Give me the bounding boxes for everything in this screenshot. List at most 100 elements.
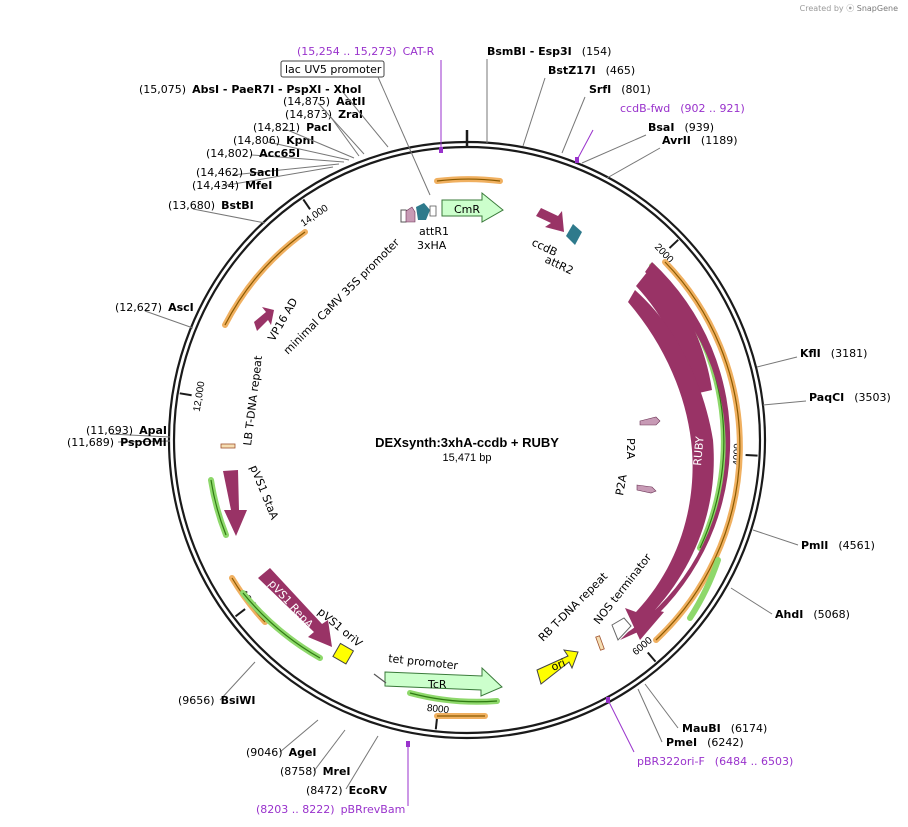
- nos-terminator-arrow[interactable]: [611, 617, 632, 641]
- enzyme-leader: [341, 90, 389, 148]
- enzyme-leader: [730, 587, 773, 615]
- enzyme-label[interactable]: (14,802)Acc65I: [206, 147, 300, 160]
- p2a-arrow-2[interactable]: [636, 484, 657, 494]
- enzyme-label[interactable]: (14,873)ZraI: [285, 108, 363, 121]
- enzyme-leader: [279, 719, 319, 753]
- enzyme-leader: [762, 400, 807, 406]
- enzyme-leader: [267, 141, 350, 161]
- enzyme-label[interactable]: SrfI(801): [589, 83, 651, 96]
- primer-layer: (15,254 .. 15,273)CAT-R ccdB-fwd(902 .. 9…: [256, 45, 793, 816]
- enzyme-label[interactable]: (8472)EcoRV: [306, 784, 388, 797]
- p2a-label-2: P2A: [613, 473, 630, 497]
- enzyme-leader: [581, 134, 647, 164]
- camv-label: minimal CaMV 35S promoter: [281, 236, 402, 357]
- 3xha-label: 3xHA: [417, 239, 447, 252]
- tick-mark: [668, 239, 679, 249]
- attr2-arrow[interactable]: [566, 224, 582, 245]
- tick-mark: [234, 608, 246, 618]
- primer-mark: [406, 741, 410, 747]
- orf-arc-center: [409, 692, 498, 703]
- enzyme-label[interactable]: AvrII(1189): [662, 134, 737, 147]
- primer-label[interactable]: ccdB-fwd(902 .. 921): [620, 102, 745, 115]
- enzyme-leader: [117, 440, 171, 443]
- enzyme-label[interactable]: KflI(3181): [800, 347, 867, 360]
- enzyme-label[interactable]: (8758)MreI: [280, 765, 351, 778]
- tet-promoter-mark: [373, 673, 387, 684]
- enzyme-leader: [144, 310, 194, 329]
- tick-mark: [745, 453, 758, 457]
- tick-mark: [647, 651, 657, 663]
- enzyme-label[interactable]: BsmBI - Esp3I(154): [487, 45, 611, 58]
- 3xha-arrow[interactable]: [416, 203, 430, 220]
- pvs1-staa-arrow[interactable]: [223, 470, 247, 536]
- enzyme-leader: [317, 102, 365, 155]
- enzyme-leader: [219, 661, 256, 701]
- enzyme-label[interactable]: (14,806)KpnI: [233, 134, 314, 147]
- pvs1-repa-arrow[interactable]: [258, 568, 332, 647]
- pvs1-staa-label: pVS1 StaA: [247, 463, 281, 522]
- enzyme-leader: [329, 115, 360, 157]
- pvs1-oriv-box[interactable]: [332, 642, 355, 665]
- enzyme-label[interactable]: (14,462)SacII: [196, 166, 279, 179]
- primer-label[interactable]: (15,254 .. 15,273)CAT-R: [297, 45, 435, 58]
- ruby-arrow-head[interactable]: [636, 266, 712, 395]
- ruby-arrow[interactable]: [620, 262, 731, 640]
- enzyme-label[interactable]: (13,680)BstBI: [168, 199, 254, 212]
- ccdb-arrow[interactable]: [536, 208, 564, 232]
- cmr-label: CmR: [454, 203, 480, 216]
- p2a-arrow-1[interactable]: [639, 416, 661, 426]
- enzyme-label[interactable]: (12,627)AscI: [115, 301, 194, 314]
- credit-prefix: Created by: [799, 4, 844, 13]
- cmr-arrow[interactable]: [441, 191, 504, 223]
- enzyme-label[interactable]: PmeI(6242): [666, 736, 744, 749]
- rb-repeat-box[interactable]: [595, 635, 605, 651]
- enzyme-label[interactable]: (9046)AgeI: [246, 746, 317, 759]
- enzyme-leader: [251, 154, 345, 163]
- primer-leader: [576, 129, 594, 161]
- tcr-label: TcR: [427, 678, 447, 691]
- tick-label: 6000: [631, 635, 655, 658]
- ori-arrow[interactable]: [536, 649, 579, 685]
- enzyme-label[interactable]: AhdI(5068): [775, 608, 850, 621]
- primer-label[interactable]: (8203 .. 8222)pBRrevBam: [256, 803, 405, 816]
- enzyme-label[interactable]: PmlI(4561): [801, 539, 875, 552]
- enzyme-label[interactable]: (9656)BsiWI: [178, 694, 256, 707]
- enzyme-label[interactable]: (11,693)ApaI: [86, 424, 167, 437]
- ruby-cds[interactable]: [625, 290, 714, 640]
- tcr-arrow[interactable]: [384, 666, 503, 697]
- credit-brand: SnapGene: [856, 4, 898, 13]
- tick-mark: [434, 717, 439, 730]
- enzyme-label[interactable]: (14,875)AatII: [283, 95, 365, 108]
- enzyme-label[interactable]: PaqCI(3503): [809, 391, 891, 404]
- orf-arc-center: [242, 592, 321, 659]
- enzyme-leader: [313, 729, 346, 772]
- orf-arc: [208, 477, 229, 538]
- attr1-arrow[interactable]: [405, 206, 416, 223]
- enzyme-layer: BsmBI - Esp3I(154) BstZ17I(465) SrfI(801) B…: [67, 45, 891, 797]
- enzyme-label[interactable]: BstZ17I(465): [548, 64, 635, 77]
- enzyme-label[interactable]: (14,434)MfeI: [192, 179, 272, 192]
- enzyme-label[interactable]: (15,075)AbsI - PaeR7I - PspXI - XhoI: [139, 83, 361, 96]
- ori-label: ori: [549, 656, 567, 673]
- p2a-label-1: P2A: [624, 438, 637, 460]
- ruby-label: RUBY: [691, 436, 707, 467]
- primer-mark: [439, 147, 443, 153]
- enzyme-label[interactable]: (14,821)PacI: [253, 121, 332, 134]
- enzyme-label[interactable]: MauBI(6174): [682, 722, 767, 735]
- map-title: DEXsynth:3xhA-ccdb + RUBY: [375, 435, 559, 450]
- enzyme-label[interactable]: BsaI(939): [648, 121, 714, 134]
- enzyme-leader: [231, 163, 340, 176]
- enzyme-label[interactable]: (11,689)PspOMI: [67, 436, 167, 449]
- enzyme-leader: [752, 529, 799, 546]
- orf-arc-center: [655, 261, 741, 641]
- lb-repeat-box[interactable]: [220, 443, 236, 449]
- enzyme-leader: [284, 128, 355, 159]
- tick-label: 8000: [426, 703, 450, 716]
- orf-arc: [687, 557, 721, 621]
- vp16-arrow[interactable]: [254, 307, 274, 331]
- orf-arc-center: [224, 231, 306, 326]
- enzyme-leader: [561, 96, 586, 154]
- lac-uv5-leader: [377, 76, 431, 196]
- feature-labels: lac UV5 promoter CmR attR1 3xHA ccdB att…: [241, 60, 707, 691]
- primer-label[interactable]: pBR322ori-F(6484 .. 6503): [637, 755, 793, 768]
